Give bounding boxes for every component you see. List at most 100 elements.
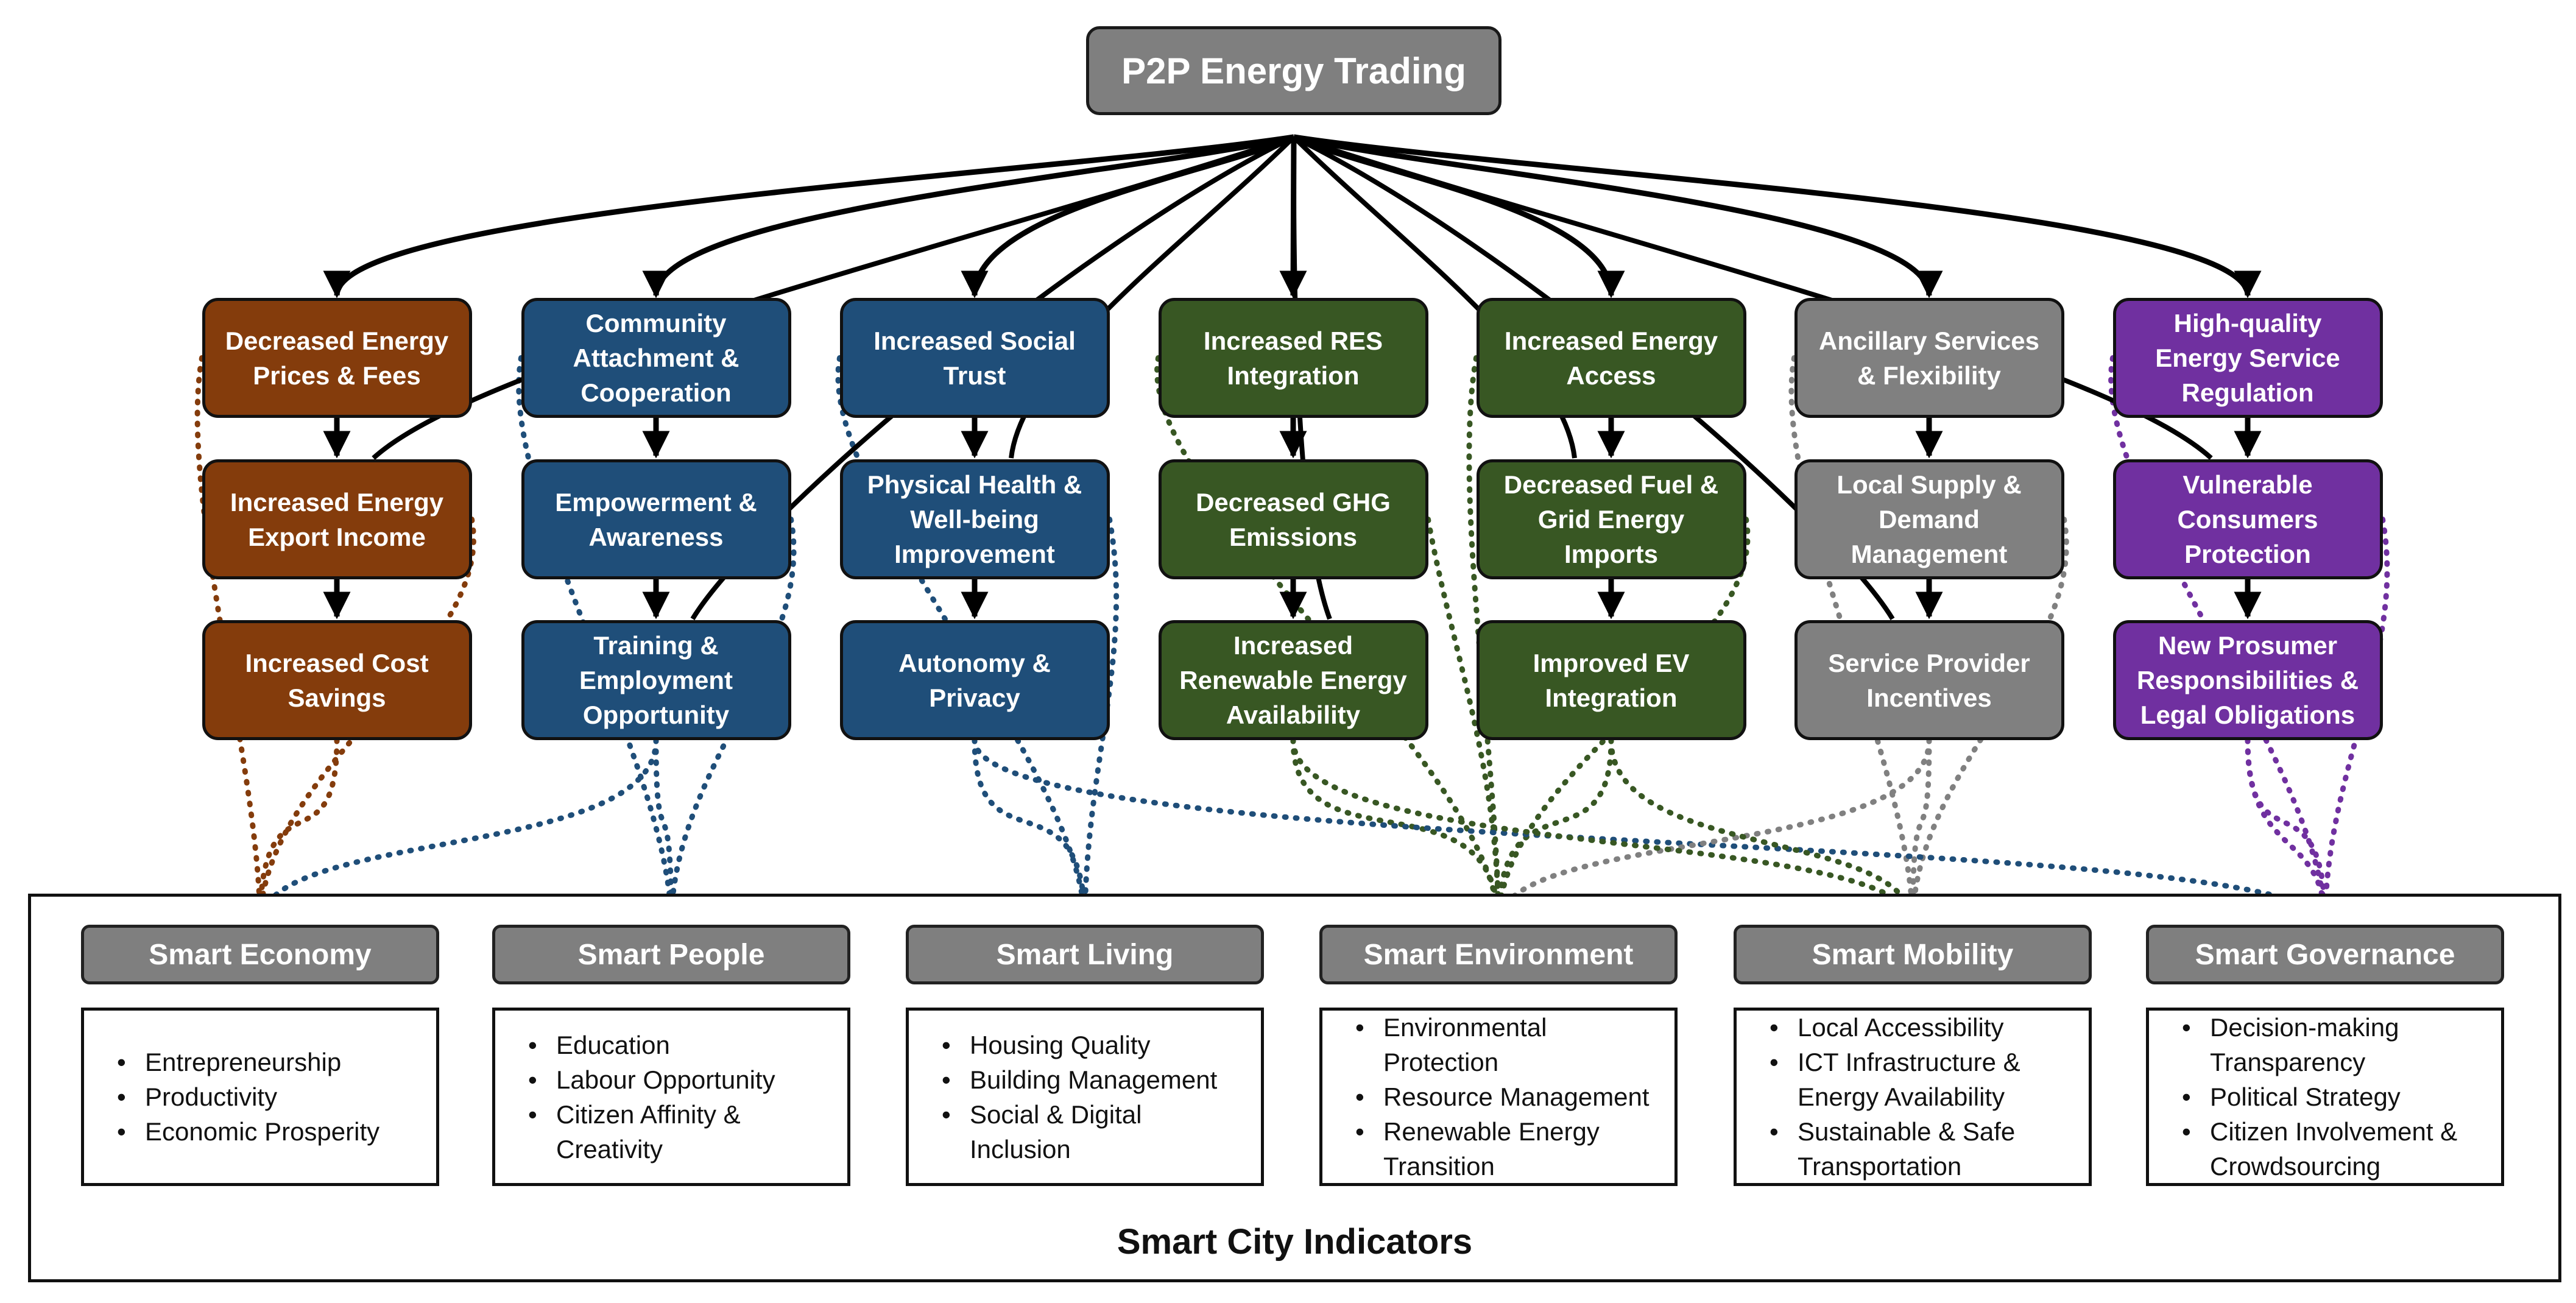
indicator-cross-link [972,737,2328,928]
indicator-cross-link [257,737,659,928]
impact-node-label: Increased Cost Savings [245,648,429,712]
indicator-list-item: Education [528,1028,775,1062]
indicator-cross-link [1290,737,1916,928]
indicator-list-box: EntrepreneurshipProductivityEconomic Pro… [81,1008,439,1186]
root-arrow [1293,134,2262,298]
impact-node: Increased Energy Access [1476,298,1746,418]
impact-node: Decreased Energy Prices & Fees [202,298,472,418]
impact-node-label: Ancillary Services & Flexibility [1819,326,2039,390]
impact-node-label: Service Provider Incentives [1828,648,2030,712]
indicator-link [257,517,476,928]
indicator-link [1425,517,1501,928]
smart-city-indicators-frame [28,894,2561,1282]
indicator-link [1154,355,1501,928]
indicator-link [972,737,1088,928]
impact-node: Service Provider Incentives [1794,620,2064,740]
impact-node-label: New Prosumer Responsibilities & Legal Ob… [2136,631,2359,729]
indicator-list-item: Resource Management [1355,1079,1650,1114]
impact-node: Increased RES Integration [1158,298,1428,418]
impact-node-label: Autonomy & Privacy [898,648,1051,712]
indicator-link [653,737,674,928]
indicator-list-item: Sustainable & Safe Transportation [1770,1114,2020,1184]
impact-node: Improved EV Integration [1476,620,1746,740]
indicator-title: Smart Environment [1319,925,1678,984]
indicator-title: Smart Governance [2146,925,2504,984]
impact-node: Physical Health & Well-being Improvement [839,459,1110,579]
impact-node-label: Increased Energy Access [1504,326,1718,390]
impact-node: Autonomy & Privacy [839,620,1110,740]
impact-node: Increased Cost Savings [202,620,472,740]
indicator-link [1910,737,1932,928]
impact-node-label: Training & Employment Opportunity [579,631,733,729]
indicator-list-item: Citizen Affinity & Creativity [528,1097,775,1167]
impact-node-label: Community Attachment & Cooperation [573,309,739,407]
impact-node-label: Increased RES Integration [1203,326,1383,390]
impact-node: Increased Social Trust [839,298,1110,418]
indicator-list-item: Renewable Energy Transition [1355,1114,1650,1184]
indicator-link [257,737,340,928]
impact-node: Increased Renewable Energy Availability [1158,620,1428,740]
impact-node-label: Increased Renewable Energy Availability [1179,631,1407,729]
impact-node-label: Decreased Energy Prices & Fees [225,326,449,390]
indicator-list-box: Housing QualityBuilding ManagementSocial… [906,1008,1264,1186]
impact-node-label: Decreased Fuel & Grid Energy Imports [1503,470,1719,568]
impact-node: Community Attachment & Cooperation [521,298,791,418]
indicator-cross-link [1495,737,1932,928]
impact-node-label: Increased Social Trust [873,326,1076,390]
indicator-list-item: Social & Digital Inclusion [942,1097,1217,1167]
impact-node: High-quality Energy Service Regulation [2112,298,2383,418]
indicator-list: Environmental ProtectionResource Managem… [1322,1010,1650,1184]
impact-node-label: Vulnerable Consumers Protection [2177,470,2318,568]
indicator-list-item: Citizen Involvement & Crowdsourcing [2182,1114,2457,1184]
impact-node-label: Improved EV Integration [1533,648,1690,712]
indicator-list-item: Housing Quality [942,1028,1217,1062]
impact-node-label: High-quality Energy Service Regulation [2155,309,2340,407]
indicator-list: Local AccessibilityICT Infrastructure & … [1737,1010,2020,1184]
impact-node-label: Physical Health & Well-being Improvement [867,470,1082,568]
indicator-link [668,517,797,928]
indicator-link [835,355,1088,928]
impact-node: New Prosumer Responsibilities & Legal Ob… [2112,620,2383,740]
indicator-list-box: EducationLabour OpportunityCitizen Affin… [492,1008,850,1186]
indicator-list-item: Environmental Protection [1355,1010,1650,1079]
indicator-list-item: Local Accessibility [1770,1010,2020,1045]
indicator-list-item: Labour Opportunity [528,1062,775,1097]
indicator-list-box: Local AccessibilityICT Infrastructure & … [1734,1008,2092,1186]
indicator-title: Smart Mobility [1734,925,2092,984]
indicator-title: Smart People [492,925,850,984]
indicator-list-item: ICT Infrastructure & Energy Availability [1770,1045,2020,1114]
indicator-title: Smart Living [906,925,1264,984]
impact-node: Decreased GHG Emissions [1158,459,1428,579]
indicator-list-item: Entrepreneurship [117,1045,379,1079]
indicator-cross-link [1608,737,1916,928]
indicator-list: EducationLabour OpportunityCitizen Affin… [495,1028,775,1167]
root-arrow [642,134,1295,298]
root-arrow [323,134,1294,298]
impact-node-label: Decreased GHG Emissions [1196,487,1391,551]
indicator-title: Smart Economy [81,925,439,984]
root-node-label: P2P Energy Trading [1121,50,1466,91]
indicator-list: Housing QualityBuilding ManagementSocial… [909,1028,1217,1167]
smart-city-indicators-caption: Smart City Indicators [1117,1222,1473,1262]
impact-node-label: Local Supply & Demand Management [1837,470,2022,568]
impact-node: Empowerment & Awareness [521,459,791,579]
impact-node: Training & Employment Opportunity [521,620,791,740]
impact-node-label: Empowerment & Awareness [555,487,757,551]
indicator-list-item: Decision-making Transparency [2182,1010,2457,1079]
impact-node: Vulnerable Consumers Protection [2112,459,2383,579]
root-node-p2p-energy-trading: P2P Energy Trading [1086,26,1501,115]
indicator-link [1495,737,1614,928]
impact-node-label: Increased Energy Export Income [230,487,444,551]
indicator-link [1788,355,1916,928]
indicator-list-box: Decision-making TransparencyPolitical St… [2146,1008,2504,1186]
indicator-cross-link [2245,737,2328,928]
indicator-list: Decision-making TransparencyPolitical St… [2149,1010,2457,1184]
impact-node: Ancillary Services & Flexibility [1794,298,2064,418]
indicator-link [1290,737,1501,928]
indicator-link [1082,517,1120,928]
indicator-list-box: Environmental ProtectionResource Managem… [1319,1008,1678,1186]
root-arrow [1293,134,1943,298]
indicator-list-item: Political Strategy [2182,1079,2457,1114]
impact-node: Increased Energy Export Income [202,459,472,579]
indicator-list-item: Economic Prosperity [117,1114,379,1149]
